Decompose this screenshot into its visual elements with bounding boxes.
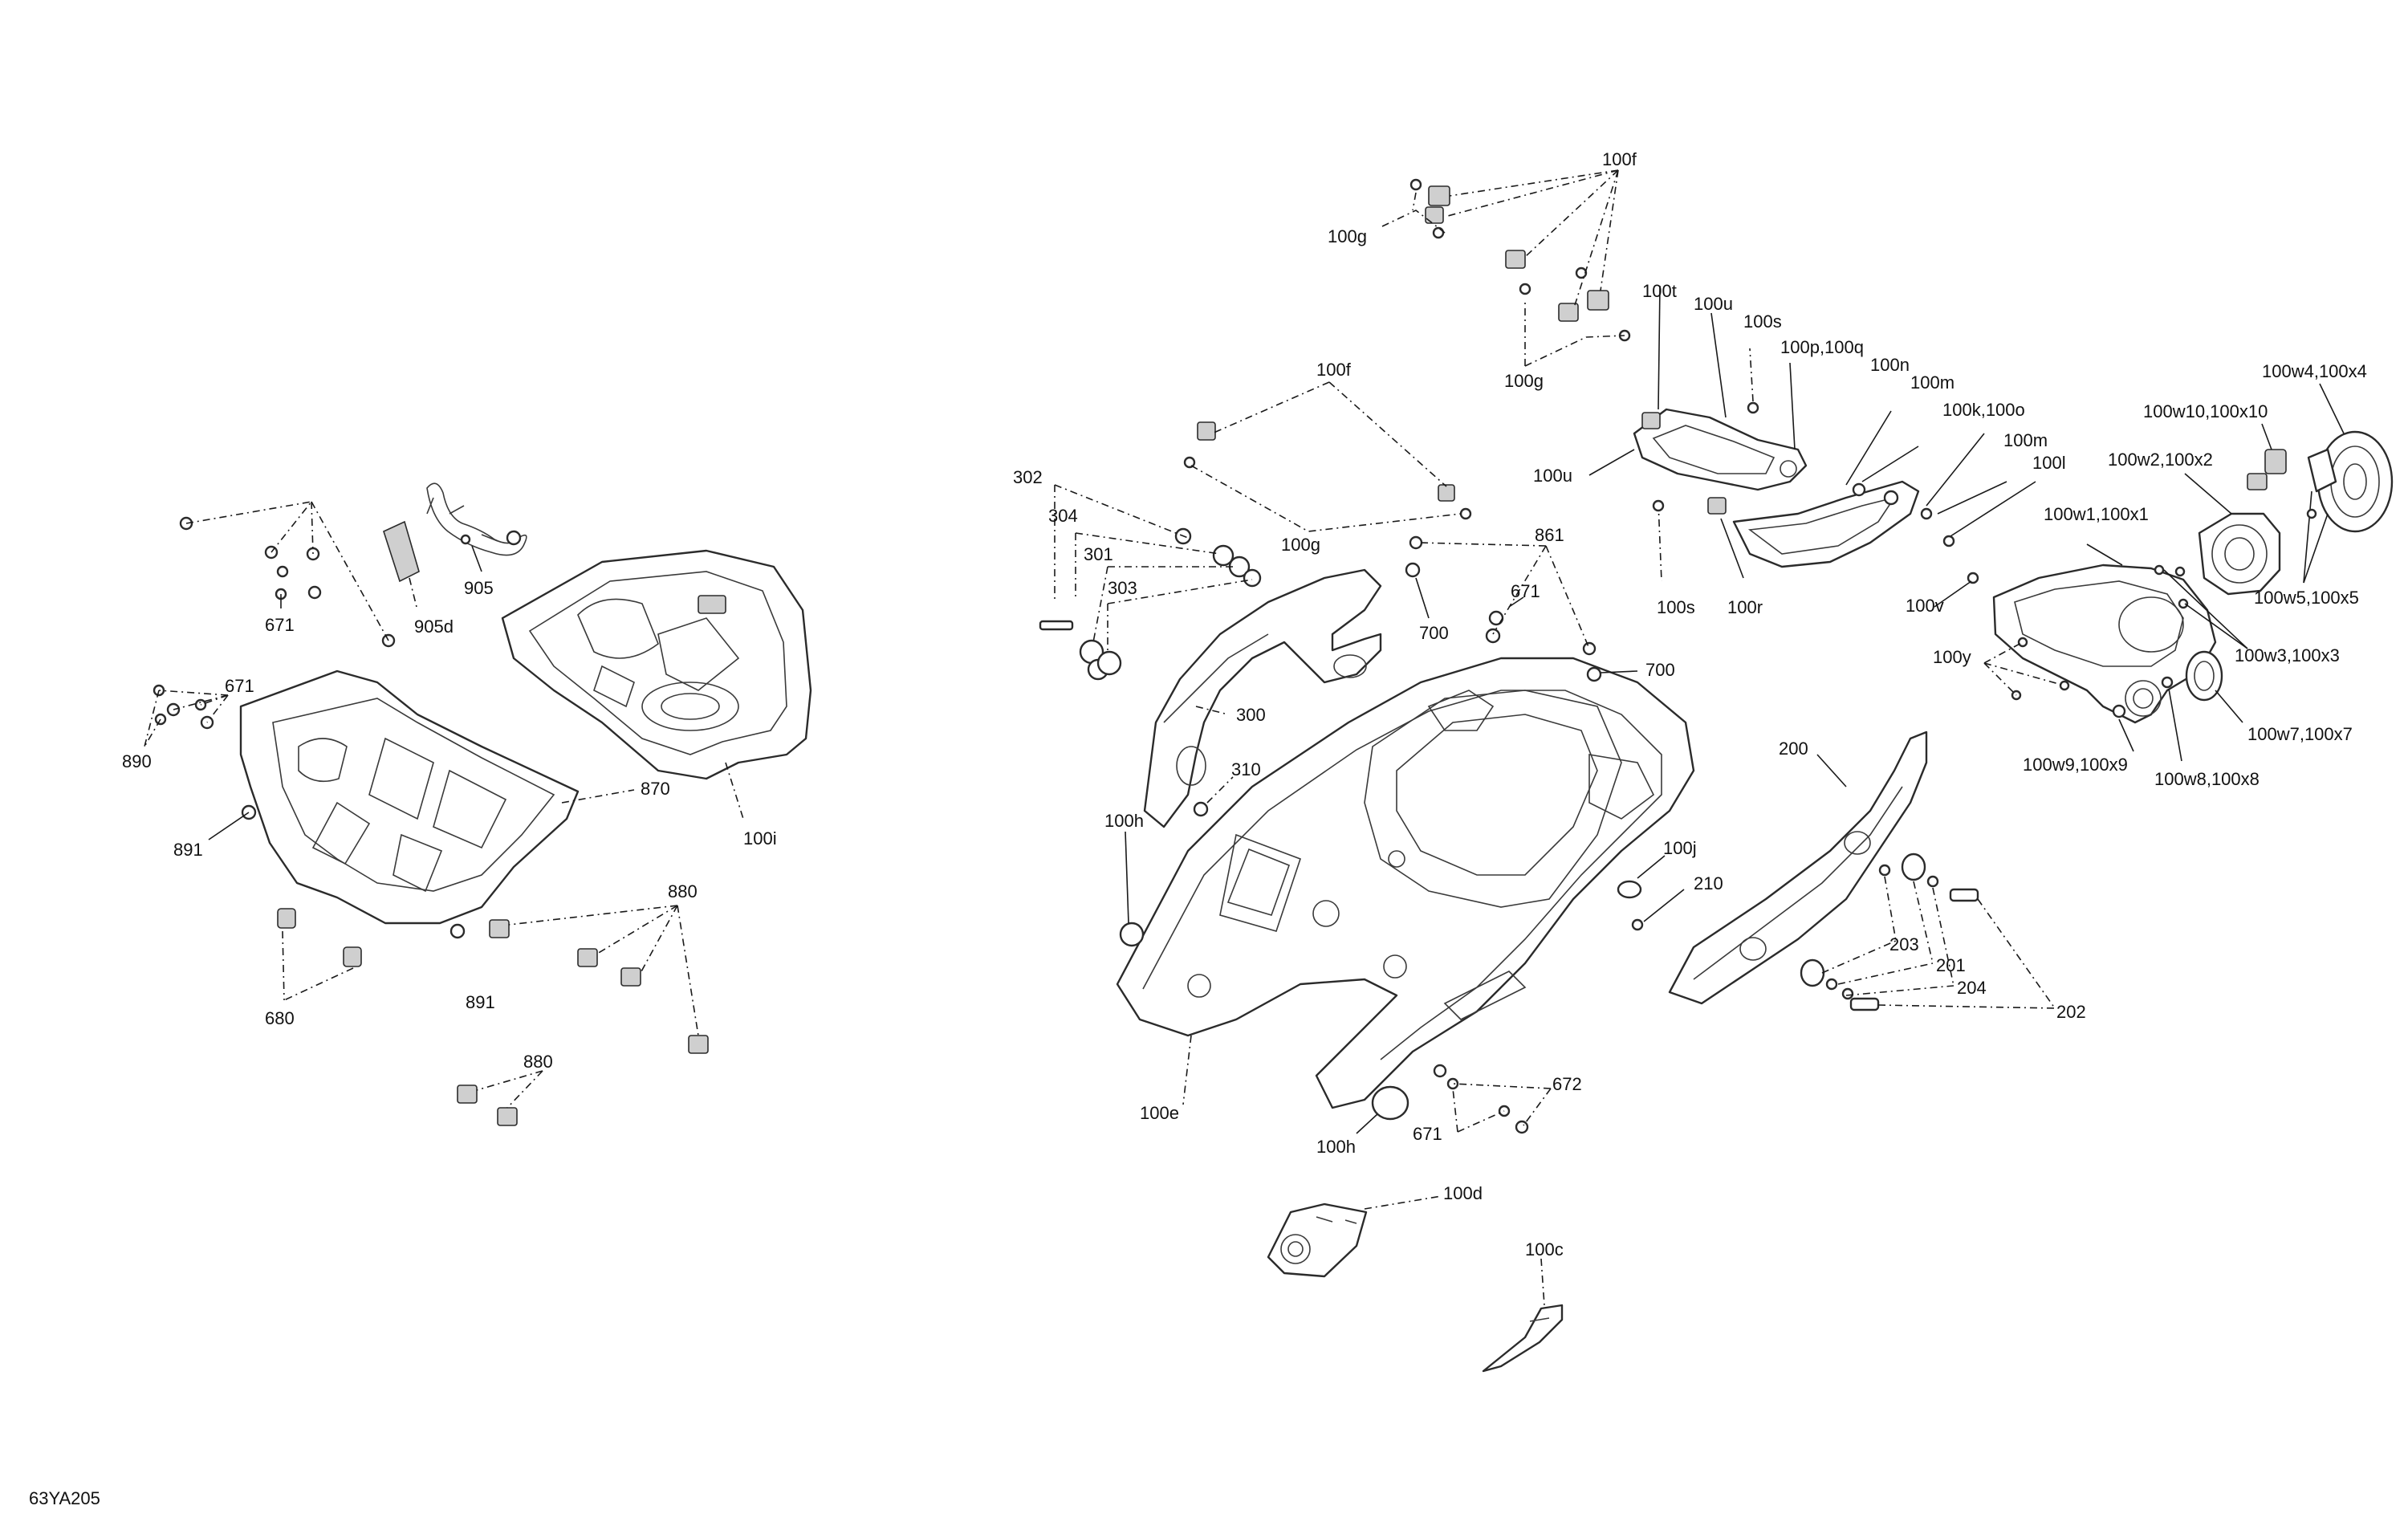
clip-cluster-680 (282, 930, 354, 1001)
callout-100w10: 100w10,100x10 (2143, 401, 2268, 421)
part-200-side-panel (1668, 730, 1928, 1005)
part-100d-cover (1267, 1195, 1442, 1278)
callout-905d: 905d (414, 617, 454, 637)
part-100i-housing (501, 549, 812, 820)
fastener-cluster-302-303 (1039, 484, 1262, 681)
callout-100f-mid: 100f (1316, 360, 1352, 380)
part-100w1-light-housing (1934, 543, 2217, 724)
fastener-cluster-100y (1983, 637, 2070, 701)
fastener-310 (1193, 776, 1234, 817)
clip-cluster-880-a (489, 905, 709, 1054)
callout-100m-b: 100m (2003, 430, 2048, 450)
fastener-cluster-100w3-100w9 (2112, 564, 2248, 762)
label-tag-905d (383, 520, 420, 611)
bumper-100h-a (1119, 831, 1145, 947)
callout-100u-a: 100u (1694, 294, 1733, 314)
callout-100w7: 100w7,100x7 (2247, 724, 2353, 744)
callout-700-a: 700 (1419, 623, 1449, 643)
callout-100u-b: 100u (1533, 466, 1572, 486)
callout-100f-top: 100f (1602, 149, 1637, 169)
callout-200: 200 (1779, 739, 1808, 759)
fastener-cluster-201-204 (1800, 853, 2056, 1011)
callout-100t: 100t (1642, 281, 1677, 301)
drawing-reference-number: 63YA205 (29, 1488, 100, 1508)
callout-303: 303 (1108, 578, 1137, 598)
callout-204: 204 (1957, 978, 1987, 998)
callout-100d: 100d (1443, 1183, 1483, 1203)
callout-100w2: 100w2,100x2 (2108, 450, 2213, 470)
callout-861: 861 (1535, 525, 1564, 545)
part-100t-bracket (1588, 285, 1808, 491)
callout-100ko: 100k,100o (1942, 400, 2025, 420)
callout-880-b: 880 (523, 1052, 553, 1072)
callout-203: 203 (1889, 934, 1919, 954)
callout-100c: 100c (1525, 1239, 1564, 1259)
callout-100h-a: 100h (1104, 811, 1144, 831)
callout-671-top: 671 (265, 615, 295, 635)
callout-100j: 100j (1663, 838, 1697, 858)
callout-671-left: 671 (225, 676, 254, 696)
part-100c-trim (1482, 1258, 1564, 1373)
callout-680: 680 (265, 1008, 295, 1028)
fastener-cluster-672-671 (1433, 1064, 1552, 1134)
callout-100i: 100i (743, 828, 777, 848)
callout-891-bottom: 891 (466, 992, 495, 1012)
callout-100h-b: 100h (1316, 1137, 1356, 1157)
callout-210: 210 (1694, 873, 1723, 893)
callout-100m-a: 100m (1910, 372, 1954, 393)
callout-100n: 100n (1870, 355, 1910, 375)
callout-100l: 100l (2032, 453, 2066, 473)
callout-700-b: 700 (1645, 660, 1675, 680)
callout-304: 304 (1048, 506, 1078, 526)
callout-100y: 100y (1933, 647, 1971, 667)
callout-100w5: 100w5,100x5 (2254, 588, 2359, 608)
callout-905: 905 (464, 578, 494, 598)
callout-870: 870 (641, 779, 670, 799)
callout-671-bottom: 671 (1413, 1124, 1442, 1144)
callout-891-left: 891 (173, 840, 203, 860)
callout-100s-b: 100s (1657, 597, 1695, 617)
callout-890: 890 (122, 751, 152, 771)
part-100r-bracket (1652, 410, 2036, 582)
callout-100e: 100e (1140, 1103, 1179, 1123)
callout-100v: 100v (1906, 596, 1944, 616)
callout-201: 201 (1936, 955, 1966, 975)
part-870-bracket (239, 669, 635, 967)
callout-100r: 100r (1727, 597, 1763, 617)
callout-671-center: 671 (1511, 581, 1540, 601)
callout-202: 202 (2056, 1002, 2086, 1022)
callout-100g-b: 100g (1504, 371, 1544, 391)
callout-100w8: 100w8,100x8 (2154, 769, 2260, 789)
fastener-cluster-671-top (179, 500, 396, 648)
part-300-grab-handle (1143, 568, 1382, 828)
part-100e-rear-tub (1116, 657, 1695, 1109)
callout-301: 301 (1084, 544, 1113, 564)
fastener-100j-210 (1617, 855, 1685, 931)
callout-100w3: 100w3,100x3 (2235, 645, 2340, 665)
callout-300: 300 (1236, 705, 1266, 725)
callout-100pq: 100p,100q (1780, 337, 1864, 357)
callout-100w4: 100w4,100x4 (2262, 361, 2367, 381)
fastener-cluster-100f-mid (1183, 381, 1472, 532)
callout-100g-c: 100g (1281, 535, 1320, 555)
fastener-cluster-861-700 (1405, 535, 1638, 682)
callout-310: 310 (1231, 759, 1261, 779)
callout-100w1: 100w1,100x1 (2044, 504, 2149, 524)
fastener-cluster-100f-top (1381, 169, 1631, 367)
callout-100w9: 100w9,100x9 (2023, 755, 2128, 775)
fastener-cluster-671-890 (144, 684, 250, 840)
clip-cluster-880-b (457, 1070, 543, 1126)
wire-harness-905 (426, 482, 527, 572)
callout-100g-a: 100g (1328, 226, 1367, 246)
part-100w2-lens (2174, 473, 2281, 596)
callout-880-a: 880 (668, 881, 698, 901)
part-100w4-reflector (2247, 383, 2394, 584)
callout-100s-a: 100s (1743, 311, 1782, 332)
callout-672: 672 (1552, 1074, 1582, 1094)
bumper-100h-b (1356, 1085, 1409, 1134)
callout-302: 302 (1013, 467, 1043, 487)
